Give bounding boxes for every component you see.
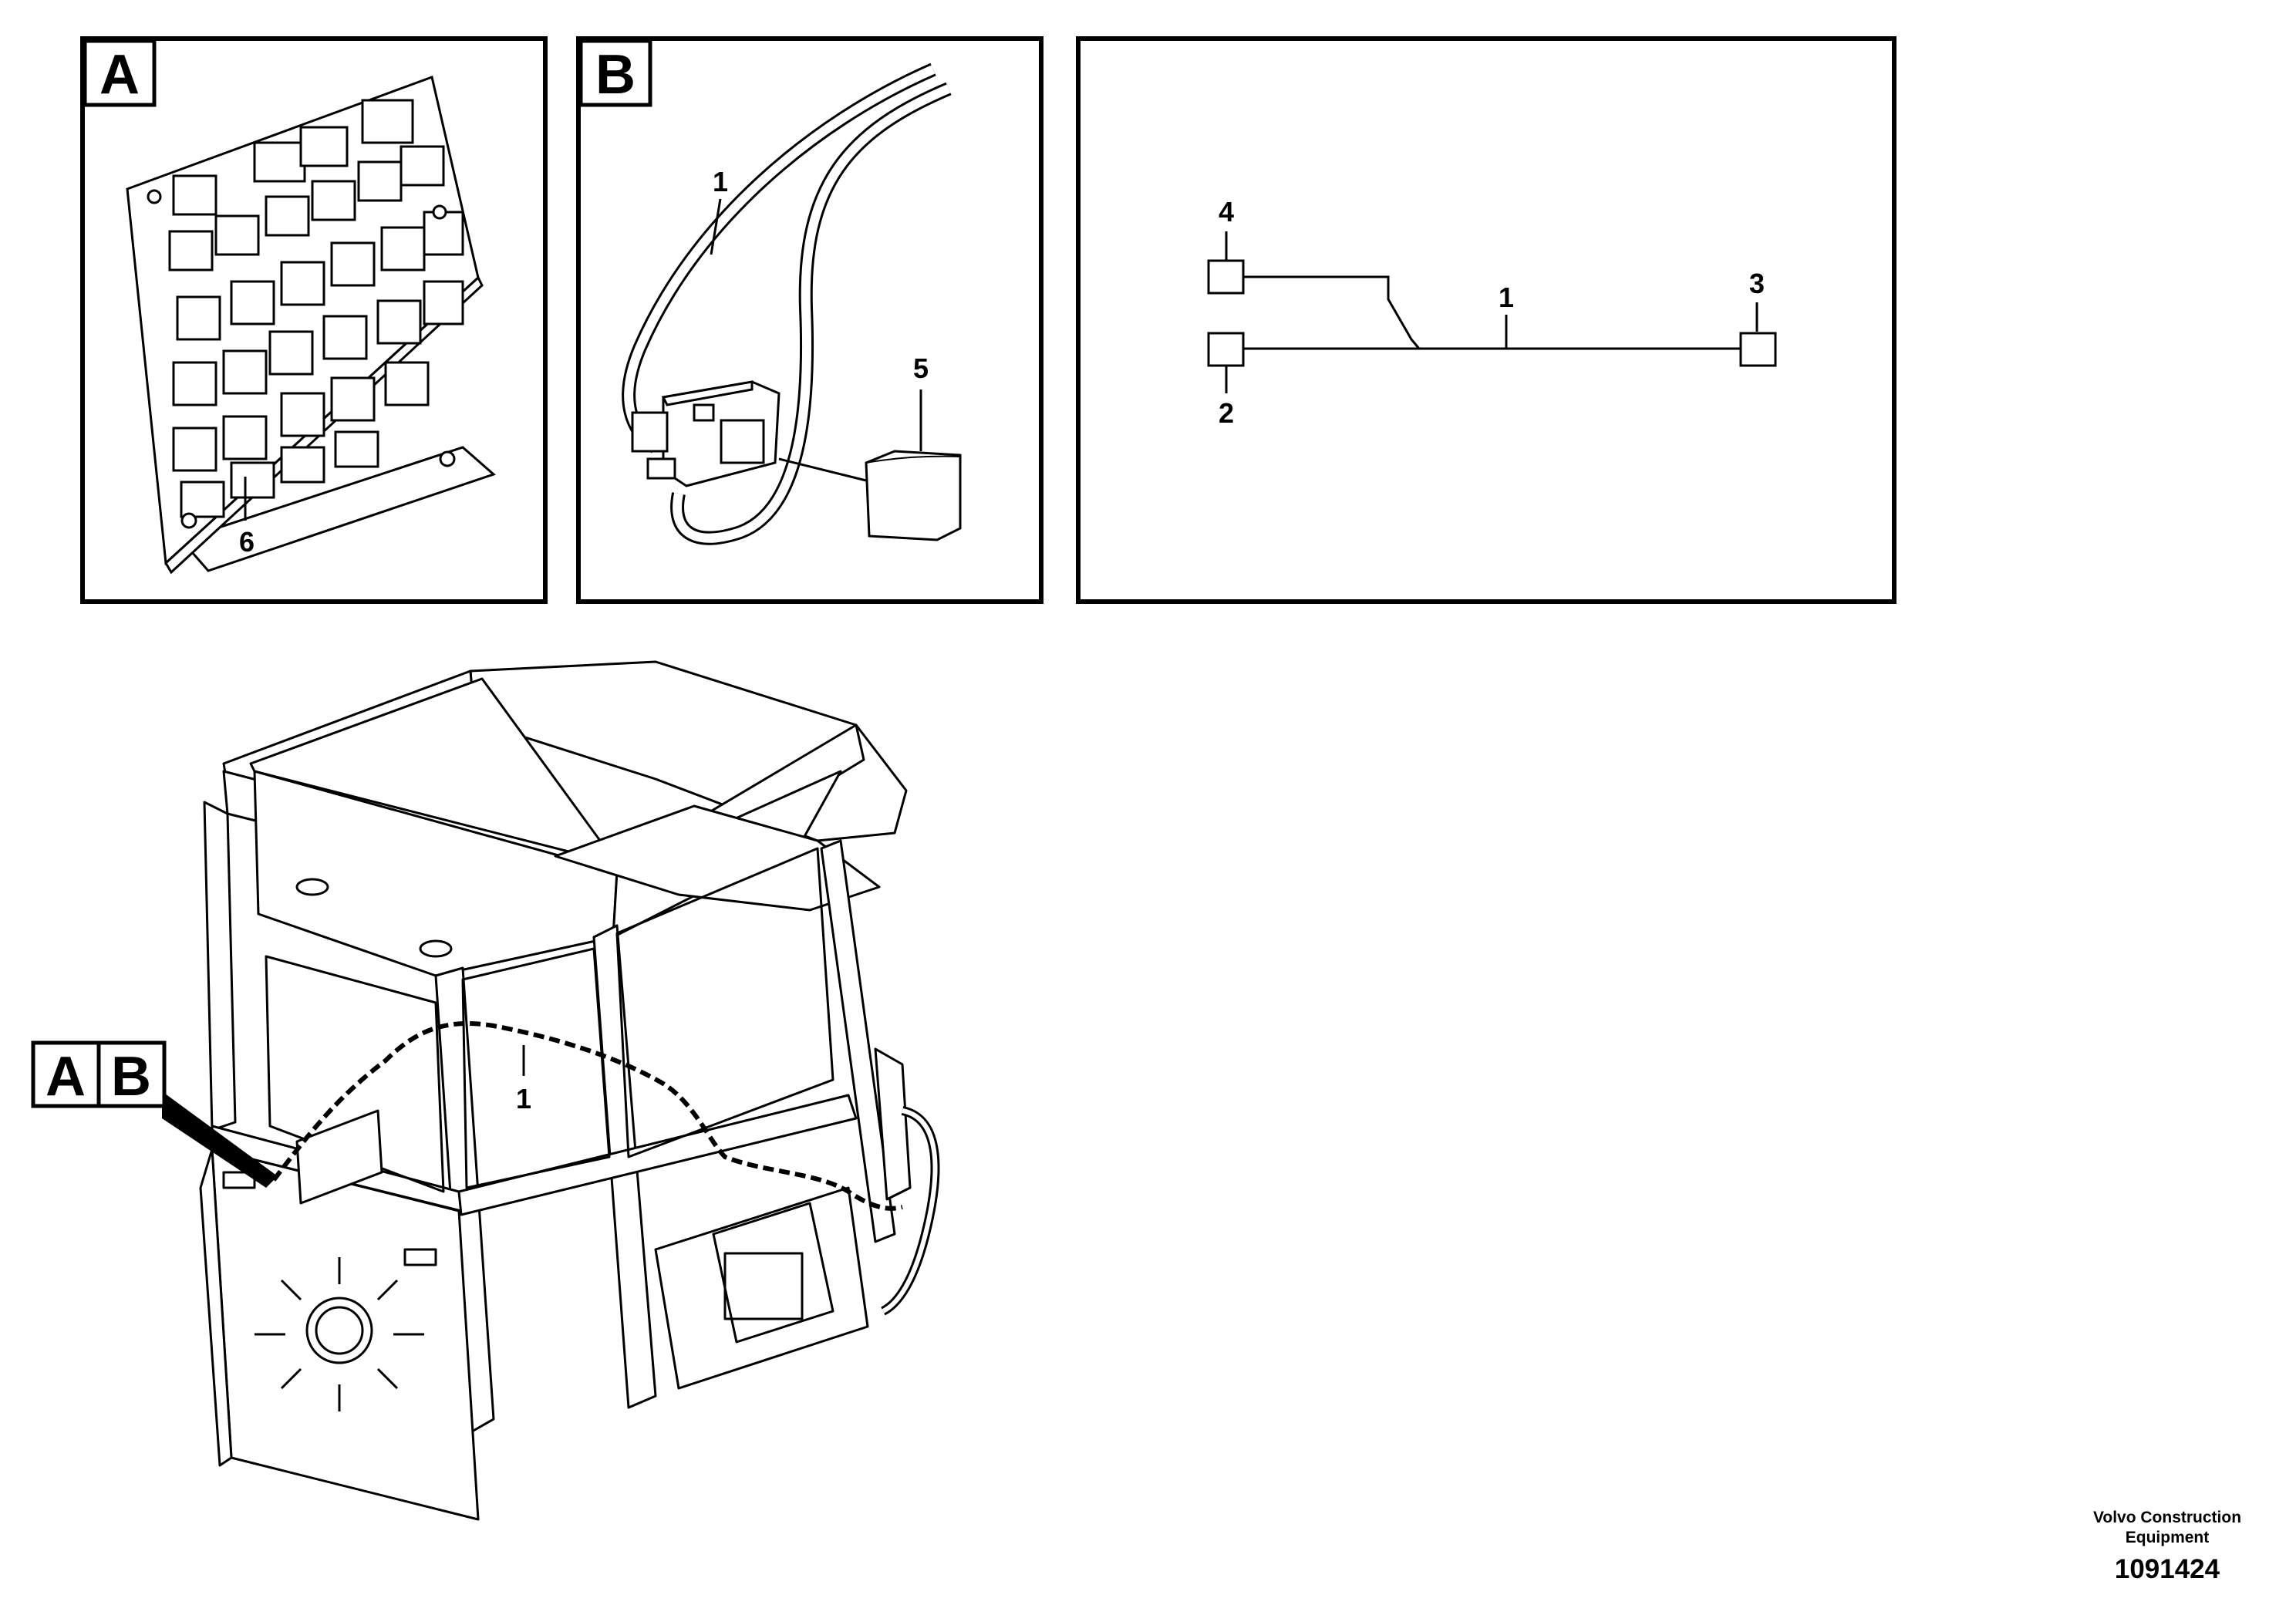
panel-b-callout-5: 5 (913, 352, 929, 384)
panel-a: A (80, 36, 548, 604)
panel-a-callout-6: 6 (239, 526, 255, 558)
panel-b-callout-1: 1 (713, 166, 728, 197)
title-block: Volvo Construction Equipment 1091424 (2052, 1508, 2283, 1585)
relay-module-illustration (778, 450, 962, 541)
schematic-callout-3: 3 (1749, 268, 1765, 299)
detail-tag-b-box (96, 1040, 167, 1108)
schematic-connector-4 (1207, 259, 1245, 295)
detail-tag-pointer (162, 1091, 278, 1188)
schematic-panel: 4 2 3 1 (1076, 36, 1896, 604)
panel-a-letter-box (83, 39, 157, 107)
panel-b-leader-1 (710, 198, 722, 255)
cab-illustration (199, 660, 940, 1521)
schematic-callout-2: 2 (1219, 397, 1234, 429)
company-name-line1: Volvo Construction (2092, 1509, 2242, 1526)
main-callout-1: 1 (516, 1083, 531, 1114)
detail-tag-b: B (111, 1046, 151, 1108)
schematic-callout-4: 4 (1219, 196, 1234, 228)
panel-b-letter: B (595, 44, 636, 106)
document-number: 1091424 (2114, 1554, 2220, 1584)
schematic-wiring (1225, 231, 1758, 393)
schematic-connector-3 (1739, 332, 1777, 367)
panel-a-letter: A (99, 44, 140, 106)
panel-b: B 1 5 (576, 36, 1043, 604)
schematic-connector-2 (1207, 332, 1245, 367)
main-cable-harness-route (271, 1021, 903, 1211)
relay-socket-illustration (631, 380, 781, 487)
panel-b-letter-box (578, 39, 652, 107)
detail-tag-a-box (31, 1040, 101, 1108)
detail-tag-ab: A B (31, 1040, 278, 1188)
schematic-callout-1: 1 (1499, 282, 1514, 313)
company-name-line2: Equipment (2125, 1529, 2210, 1546)
detail-tag-a: A (46, 1046, 86, 1108)
schematic-frame (1076, 36, 1896, 604)
